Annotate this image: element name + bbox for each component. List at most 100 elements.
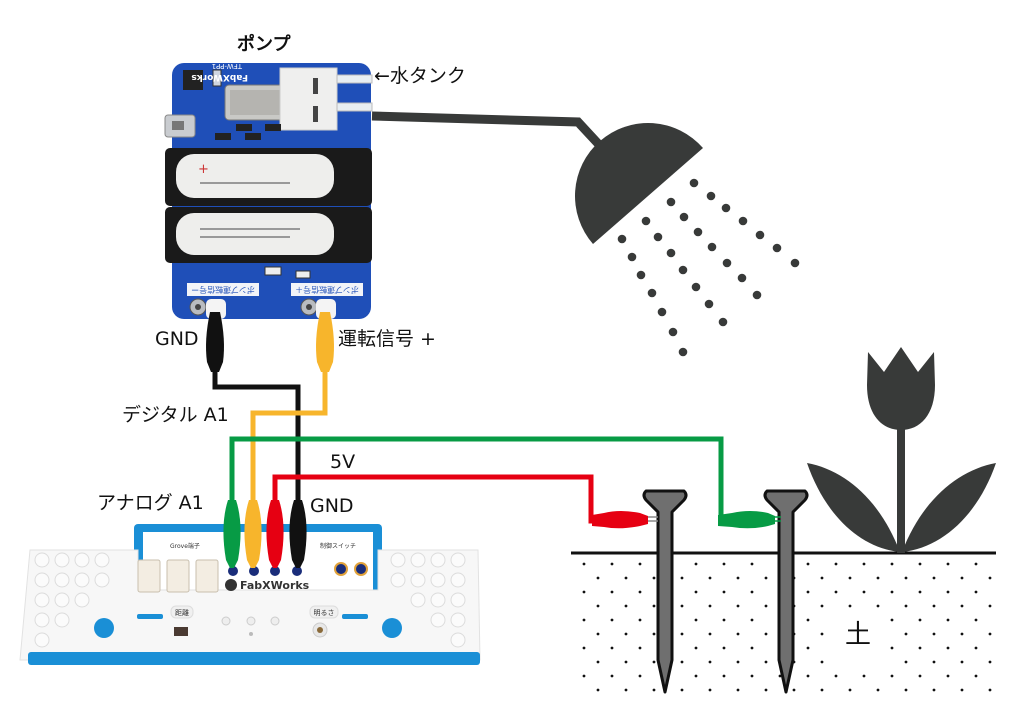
lego-stud [450, 612, 466, 628]
drive-signal-label: 運転信号 + [338, 328, 436, 350]
lego-stud [94, 552, 110, 568]
terminal-plus-silk: ポンプ運転信号＋ [295, 285, 359, 295]
water-drop [678, 347, 688, 357]
lego-stud [34, 572, 50, 588]
soil-dot [904, 660, 908, 664]
soil-dot [820, 604, 824, 608]
grove-header-label: Grove端子 [170, 542, 200, 550]
soil-dot [722, 590, 726, 594]
soil-dot [904, 576, 908, 580]
soil-dot [750, 674, 754, 678]
lego-stud [74, 552, 90, 568]
soil-dot [848, 604, 852, 608]
lego-stud [390, 552, 406, 568]
tulip-leaf-left [807, 463, 900, 552]
water-drop [617, 234, 627, 244]
pad-5v [270, 566, 280, 576]
soil-dot [582, 674, 586, 678]
lego-stud [54, 572, 70, 588]
water-drop [689, 178, 699, 188]
soil-dot [974, 674, 978, 678]
soil-dot [596, 604, 600, 608]
wire-gnd-black [212, 360, 301, 515]
lego-stud [74, 572, 90, 588]
soil-dot [946, 590, 950, 594]
soil-dot [946, 618, 950, 622]
soil-dot [596, 660, 600, 664]
water-drop [738, 216, 748, 226]
water-drops [617, 178, 800, 357]
soil-dot [806, 646, 810, 650]
soil-label: 土 [845, 620, 872, 650]
soil-dot [680, 604, 684, 608]
soil-dot [918, 674, 922, 678]
water-drop [657, 307, 667, 317]
soil-dot [890, 646, 894, 650]
soil-dot [876, 604, 880, 608]
water-drop [718, 317, 728, 327]
soil-dot [680, 660, 684, 664]
battery-1 [176, 154, 334, 198]
water-drop [653, 232, 663, 242]
soil-dot [820, 576, 824, 580]
water-drop [721, 203, 731, 213]
soil-dot [960, 660, 964, 664]
soil-dot [890, 674, 894, 678]
soil-dot [876, 688, 880, 692]
water-drop [707, 242, 717, 252]
pad-a1-digital [249, 566, 259, 576]
soil-dot [680, 576, 684, 580]
soil-dot [680, 688, 684, 692]
soil-dot [764, 688, 768, 692]
soil-dot [932, 604, 936, 608]
soil-dot [778, 674, 782, 678]
soil-dot [582, 646, 586, 650]
soil-dot [946, 562, 950, 566]
tulip-icon [807, 347, 996, 553]
soil-dot [638, 618, 642, 622]
lego-stud [450, 572, 466, 588]
soil-dot [876, 576, 880, 580]
soil-dot [736, 660, 740, 664]
tulip-stem [897, 425, 905, 553]
soil-dot [680, 632, 684, 636]
soil-dot [694, 674, 698, 678]
soil-dot [582, 618, 586, 622]
lego-stud [410, 592, 426, 608]
lego-stud [54, 592, 70, 608]
grove-connector-1 [137, 559, 161, 593]
soil-dot [988, 688, 992, 692]
terminal-minus-silk: ポンプ運転信号ー [191, 285, 255, 295]
fabxworks-logo-mark [225, 579, 237, 591]
soil-dot [624, 604, 628, 608]
soil-dot [610, 562, 614, 566]
led-2 [246, 616, 256, 626]
soil-dot [736, 688, 740, 692]
soil-dot [694, 590, 698, 594]
soil-dot [722, 674, 726, 678]
soil-dot [904, 632, 908, 636]
soil-dot [806, 618, 810, 622]
clip-black-board [289, 500, 307, 568]
controller-brand: FabXWorks [240, 579, 310, 592]
soil-dot [918, 618, 922, 622]
soil-dot [974, 590, 978, 594]
soil-dot [960, 632, 964, 636]
clip-green-board [223, 500, 241, 568]
soil-dot [918, 562, 922, 566]
soil-dot [764, 660, 768, 664]
soil-dot [610, 618, 614, 622]
switch-pad-1 [334, 562, 348, 576]
soil-dot [652, 576, 656, 580]
lego-stud [94, 572, 110, 588]
battery-holder: + [165, 148, 372, 263]
lego-stud [450, 632, 466, 648]
lego-stud [54, 612, 70, 628]
soil-dot [722, 618, 726, 622]
clip-red-board [266, 500, 284, 568]
tube-inlet [336, 74, 373, 84]
soil-dot [946, 674, 950, 678]
water-drop [691, 282, 701, 292]
battery-2 [176, 213, 334, 255]
lego-stud [34, 592, 50, 608]
